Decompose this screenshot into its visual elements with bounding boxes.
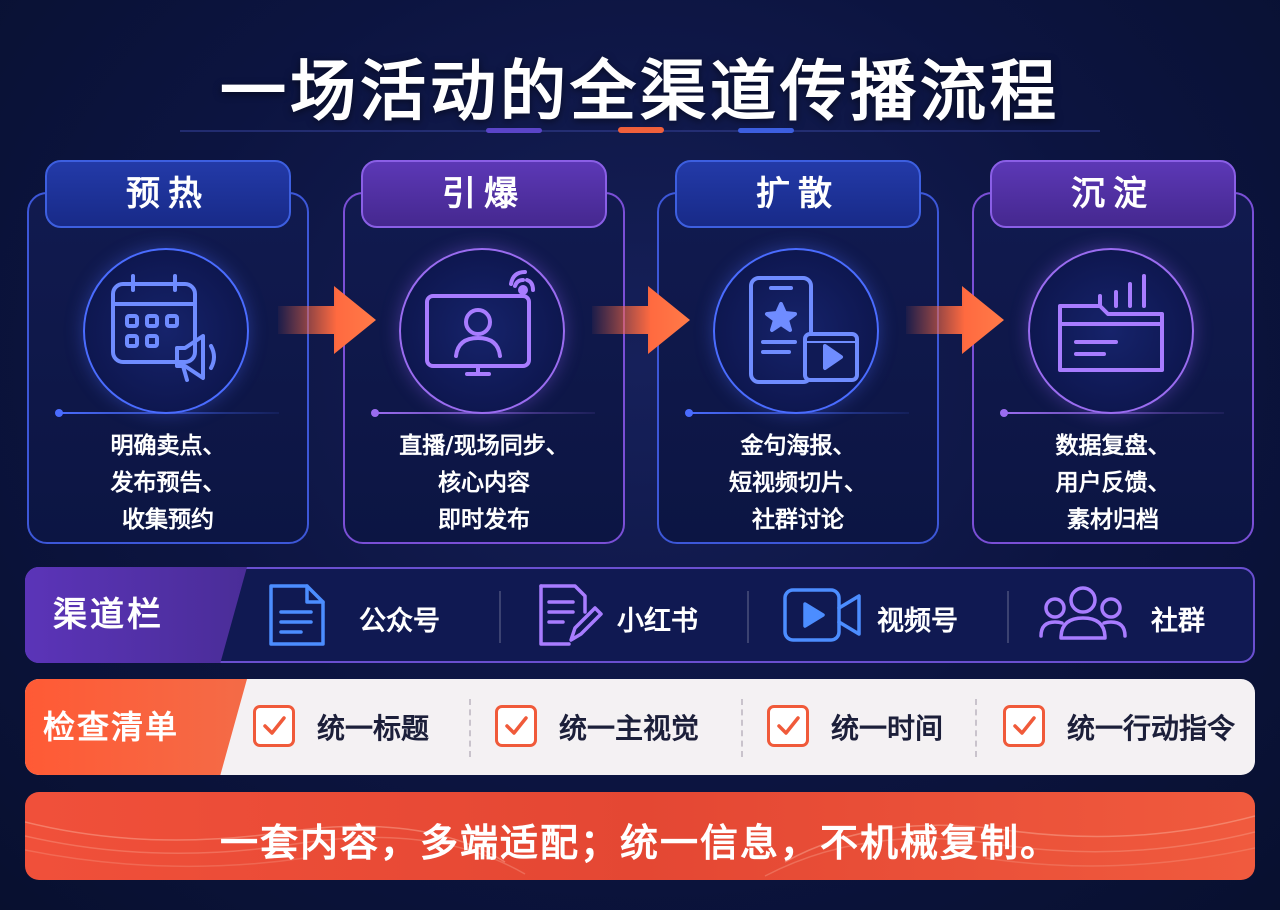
stage-description: 明确卖点、 发布预告、 收集预约 — [27, 428, 309, 539]
channel-bar-label: 渠道栏 — [25, 567, 247, 663]
checklist-item-label: 统一主视觉 — [559, 712, 700, 745]
group-users-icon — [1039, 586, 1127, 640]
desc-line: 发布预告、 — [110, 470, 226, 496]
checklist-separator — [975, 699, 977, 757]
video-camera-icon — [783, 588, 861, 642]
stage-description: 数据复盘、 用户反馈、 素材归档 — [972, 428, 1254, 539]
folder-chart-icon — [1028, 248, 1194, 414]
checklist-bar: 检查清单 统一标题 统一主视觉 统一时间 统一行动指令 — [25, 679, 1255, 775]
stage-spread: 扩散 金句海报、 短视频切片、 社群讨论 — [657, 160, 939, 544]
desc-line: 短视频切片、 — [729, 470, 867, 496]
channel-item-wechat[interactable]: 公众号 — [265, 577, 505, 653]
flow-arrow-icon — [592, 286, 690, 354]
stage-title: 沉淀 — [990, 160, 1236, 228]
title-decoration — [180, 127, 1100, 133]
desc-line: 金句海报、 — [740, 433, 856, 459]
channel-item-xiaohongshu[interactable]: 小红书 — [535, 577, 755, 653]
slogan-text: 一套内容，多端适配；统一信息，不机械复制。 — [219, 821, 1060, 865]
stage-title: 引爆 — [361, 160, 607, 228]
channel-item-community[interactable]: 社群 — [1039, 577, 1239, 653]
stage-ignite: 引爆 直播/现场同步、 核心内容 即时发布 — [343, 160, 625, 544]
desc-line: 数据复盘、 — [1055, 433, 1171, 459]
stage-description: 直播/现场同步、 核心内容 即时发布 — [343, 428, 625, 539]
desc-line: 即时发布 — [438, 507, 530, 533]
live-broadcast-icon — [399, 248, 565, 414]
stage-preheat: 预热 明确卖点、 发布预告、 收集预约 — [27, 160, 309, 544]
document-icon — [269, 584, 325, 646]
checklist-item[interactable]: 统一行动指令 — [1003, 701, 1243, 755]
mobile-video-icon — [713, 248, 879, 414]
checkbox-checked-icon — [495, 705, 537, 747]
calendar-megaphone-icon — [83, 248, 249, 414]
desc-line: 社群讨论 — [752, 507, 844, 533]
flow-arrow-icon — [278, 286, 376, 354]
checklist-separator — [741, 699, 743, 757]
channel-separator — [747, 591, 749, 643]
channel-name: 公众号 — [359, 606, 440, 637]
desc-line: 收集预约 — [122, 507, 214, 533]
stage-divider — [685, 409, 909, 417]
checklist-item[interactable]: 统一时间 — [767, 701, 977, 755]
stage-divider — [371, 409, 595, 417]
stage-title: 预热 — [45, 160, 291, 228]
page-title: 一场活动的全渠道传播流程 — [220, 53, 1060, 130]
checklist-label: 检查清单 — [25, 679, 247, 775]
slogan-banner: 一套内容，多端适配；统一信息，不机械复制。 — [25, 792, 1255, 880]
stage-divider — [1000, 409, 1224, 417]
channel-name: 社群 — [1151, 606, 1205, 637]
desc-line: 核心内容 — [438, 470, 530, 496]
stage-title: 扩散 — [675, 160, 921, 228]
checklist-item-label: 统一行动指令 — [1067, 712, 1236, 745]
flow-arrow-icon — [906, 286, 1004, 354]
desc-line: 素材归档 — [1067, 507, 1159, 533]
channel-separator — [1007, 591, 1009, 643]
checkbox-checked-icon — [253, 705, 295, 747]
checklist-separator — [469, 699, 471, 757]
checkbox-checked-icon — [767, 705, 809, 747]
note-pen-icon — [539, 584, 603, 646]
checklist-item-label: 统一标题 — [317, 712, 430, 745]
stage-description: 金句海报、 短视频切片、 社群讨论 — [657, 428, 939, 539]
channel-name: 视频号 — [877, 606, 958, 637]
checklist-item[interactable]: 统一标题 — [253, 701, 453, 755]
checklist-item-label: 统一时间 — [831, 712, 944, 745]
desc-line: 明确卖点、 — [110, 433, 226, 459]
channel-bar: 渠道栏 公众号 小红书 视频号 — [25, 567, 1255, 663]
channel-separator — [499, 591, 501, 643]
channel-name: 小红书 — [617, 606, 698, 637]
checkbox-checked-icon — [1003, 705, 1045, 747]
channel-item-shipinhao[interactable]: 视频号 — [781, 577, 1001, 653]
checklist-item[interactable]: 统一主视觉 — [495, 701, 735, 755]
stage-settle: 沉淀 数据复盘、 用户反馈、 素材归档 — [972, 160, 1254, 544]
desc-line: 用户反馈、 — [1055, 470, 1171, 496]
stage-divider — [55, 409, 279, 417]
banner-wave-decoration — [25, 815, 1255, 877]
desc-line: 直播/现场同步、 — [399, 433, 569, 459]
